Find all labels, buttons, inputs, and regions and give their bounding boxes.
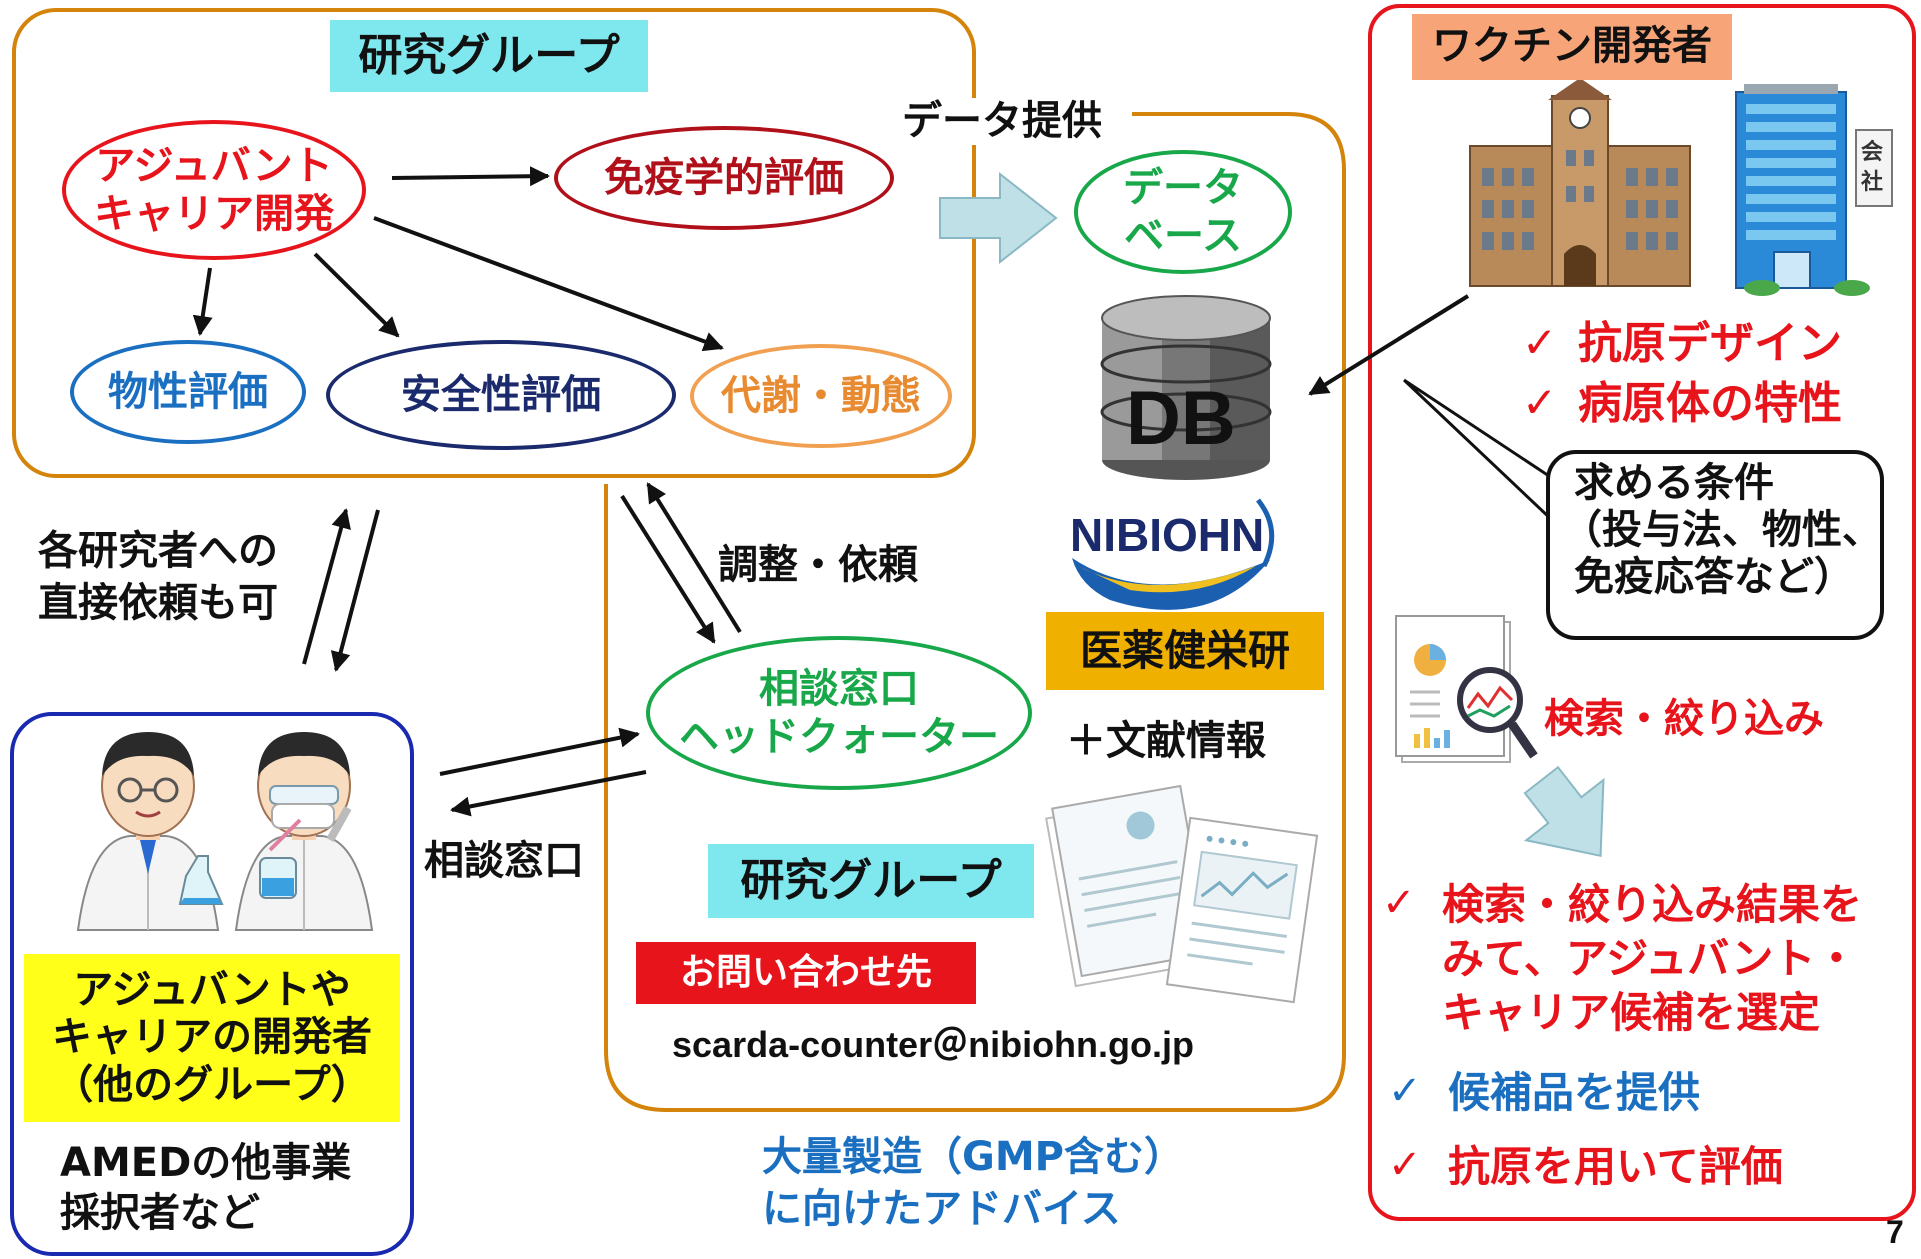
literature-label: ＋文献情報 [1066,718,1266,764]
developers-container [10,712,414,1256]
developers-note-line1: AMEDの他事業 [60,1140,352,1186]
arrow-to-physical [192,267,213,336]
developers-title-line1: アジュバントや [73,967,351,1014]
metabolism-eval-node: 代謝・動態 [690,344,952,448]
metabolism-eval-label: 代謝・動態 [721,373,921,419]
vaccine-container [1368,4,1916,1221]
check-icon: ✓ [1522,318,1558,367]
arrow-to-metabolism [373,216,724,352]
nibiohn-logo-text: NIBIOHN [1070,509,1265,561]
conditions-bubble: 求める条件 （投与法、物性、 免疫応答など） [1546,450,1884,640]
db-label: DB [1126,376,1236,461]
bubble-pointer [1402,378,1554,522]
developers-title-line3: （他のグループ） [53,1061,371,1108]
arrow-vaccine-to-db [1308,294,1470,396]
check-icon: ✓ [1388,1142,1422,1188]
research-group-title-text: 研究グループ [358,30,620,82]
nibiohn-logo-swoosh [1072,498,1275,610]
adjuvant-carrier-dev-node: アジュバント キャリア開発 [62,120,366,260]
mass-production-line1: 大量製造（GMP含む） [762,1134,1184,1180]
researcher-with-mask-icon [234,732,374,931]
contact-label: お問い合わせ先 [636,942,976,1004]
nibiohn-label: 医薬健栄研 [1046,612,1324,690]
consult-window-label: 相談窓口 [424,838,584,884]
contact-label-text: お問い合わせ先 [679,951,932,993]
physical-eval-label: 物性評価 [108,369,268,415]
check-icon: ✓ [1388,1068,1422,1114]
consult-hq-line1: 相談窓口 [759,666,919,712]
direct-request-line1: 各研究者への [38,528,278,574]
consult-hq-node: 相談窓口 ヘッドクォーター [646,636,1032,790]
research-group-title: 研究グループ [330,20,648,92]
company-sign-2: 社 [1861,170,1884,195]
conditions-line1: 求める条件 [1574,460,1774,506]
researcher-icon [76,732,224,931]
conditions-line3: 免疫応答など） [1574,554,1854,601]
arrow-hq-to-dev [450,770,647,817]
page-number: 7 [1886,1214,1904,1250]
arrow-up-to-group [302,508,351,665]
research-group-bottom-title: 研究グループ [708,844,1034,918]
evaluate-with-antigen-label: 抗原を用いて評価 [1448,1142,1783,1191]
database-node: データ ベース [1074,150,1292,274]
carrier-dev-label: キャリア開発 [94,191,334,237]
university-building-icon [1469,78,1691,287]
developers-title-box: アジュバントや キャリアの開発者 （他のグループ） [24,954,400,1122]
arrow-from-hq [646,482,742,634]
data-provision-arrow [939,171,1058,265]
company-sign-1: 会 [1861,140,1884,165]
check-icon: ✓ [1382,880,1416,926]
adjuvant-label: アジュバント [95,143,333,189]
consult-hq-line2: ヘッドクォーター [679,714,999,760]
direct-request-line2: 直接依頼も可 [38,580,278,626]
arrow-dev-to-hq [439,727,640,776]
safety-eval-node: 安全性評価 [326,340,676,450]
arrow-to-safety [313,252,400,338]
search-filter-label: 検索・絞り込み [1544,696,1824,742]
conditions-line2: （投与法、物性、 [1562,507,1882,554]
physical-eval-node: 物性評価 [70,340,306,444]
antigen-design-label: 抗原デザイン [1578,318,1842,369]
provide-candidate-label: 候補品を提供 [1448,1068,1701,1117]
mass-production-line2: に向けたアドバイス [762,1186,1121,1232]
literature-documents-icon [1045,784,1319,1004]
immunological-eval-node: 免疫学的評価 [554,126,894,230]
database-label-line2: ベース [1124,213,1242,259]
check-icon: ✓ [1522,378,1558,427]
data-provision-label: データ提供 [896,98,1108,146]
coordination-label: 調整・依頼 [718,542,918,588]
company-building-icon [1735,84,1893,296]
arrow-down-to-dev [330,509,380,672]
select-line2: みて、アジュバント・ [1442,934,1858,983]
report-search-icon [1395,615,1538,763]
database-label-line1: データ [1123,165,1243,211]
arrow-to-hq [620,494,716,644]
safety-eval-label: 安全性評価 [401,372,601,418]
search-down-arrow [1523,765,1605,858]
select-line3: キャリア候補を選定 [1442,988,1821,1037]
research-group-container [12,8,976,478]
developers-note-line2: 採択者など [60,1190,260,1236]
vaccine-title-text: ワクチン開発者 [1432,23,1712,70]
research-group-bottom-text: 研究グループ [740,855,1002,907]
select-line1: 検索・絞り込み結果を [1442,880,1863,929]
nibiohn-label-text: 医薬健栄研 [1079,626,1290,676]
pathogen-traits-label: 病原体の特性 [1578,378,1842,429]
vaccine-title: ワクチン開発者 [1412,14,1732,80]
arrow-to-immuno [391,166,550,187]
db-cylinder-icon [1100,295,1272,480]
contact-email[interactable]: scarda-counter＠nibiohn.go.jp [672,1024,1195,1065]
developers-title-line2: キャリアの開発者 [52,1014,372,1061]
hq-container [604,112,1346,1112]
immunological-eval-label: 免疫学的評価 [604,155,844,201]
